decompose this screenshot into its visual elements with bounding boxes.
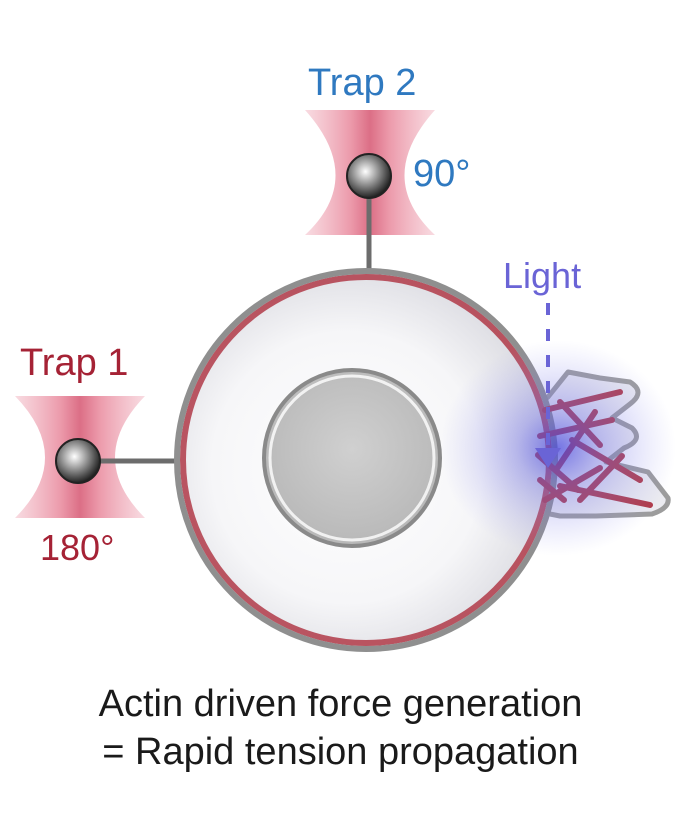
trap2-label: Trap 2 — [308, 62, 417, 104]
caption-line-2: = Rapid tension propagation — [102, 731, 579, 773]
light-label: Light — [503, 255, 582, 296]
nucleus-inner-ring — [268, 374, 436, 542]
caption: Actin driven force generation = Rapid te… — [0, 680, 681, 776]
trap1-bead — [55, 438, 101, 484]
nucleus — [262, 368, 442, 548]
light-arrow-head — [535, 448, 561, 468]
trap2-bead — [346, 153, 392, 199]
trap1-label: Trap 1 — [20, 342, 129, 384]
caption-line-1: Actin driven force generation — [98, 683, 583, 725]
trap2-angle-label: 90° — [413, 153, 471, 195]
trap1-angle-label: 180° — [40, 527, 115, 568]
